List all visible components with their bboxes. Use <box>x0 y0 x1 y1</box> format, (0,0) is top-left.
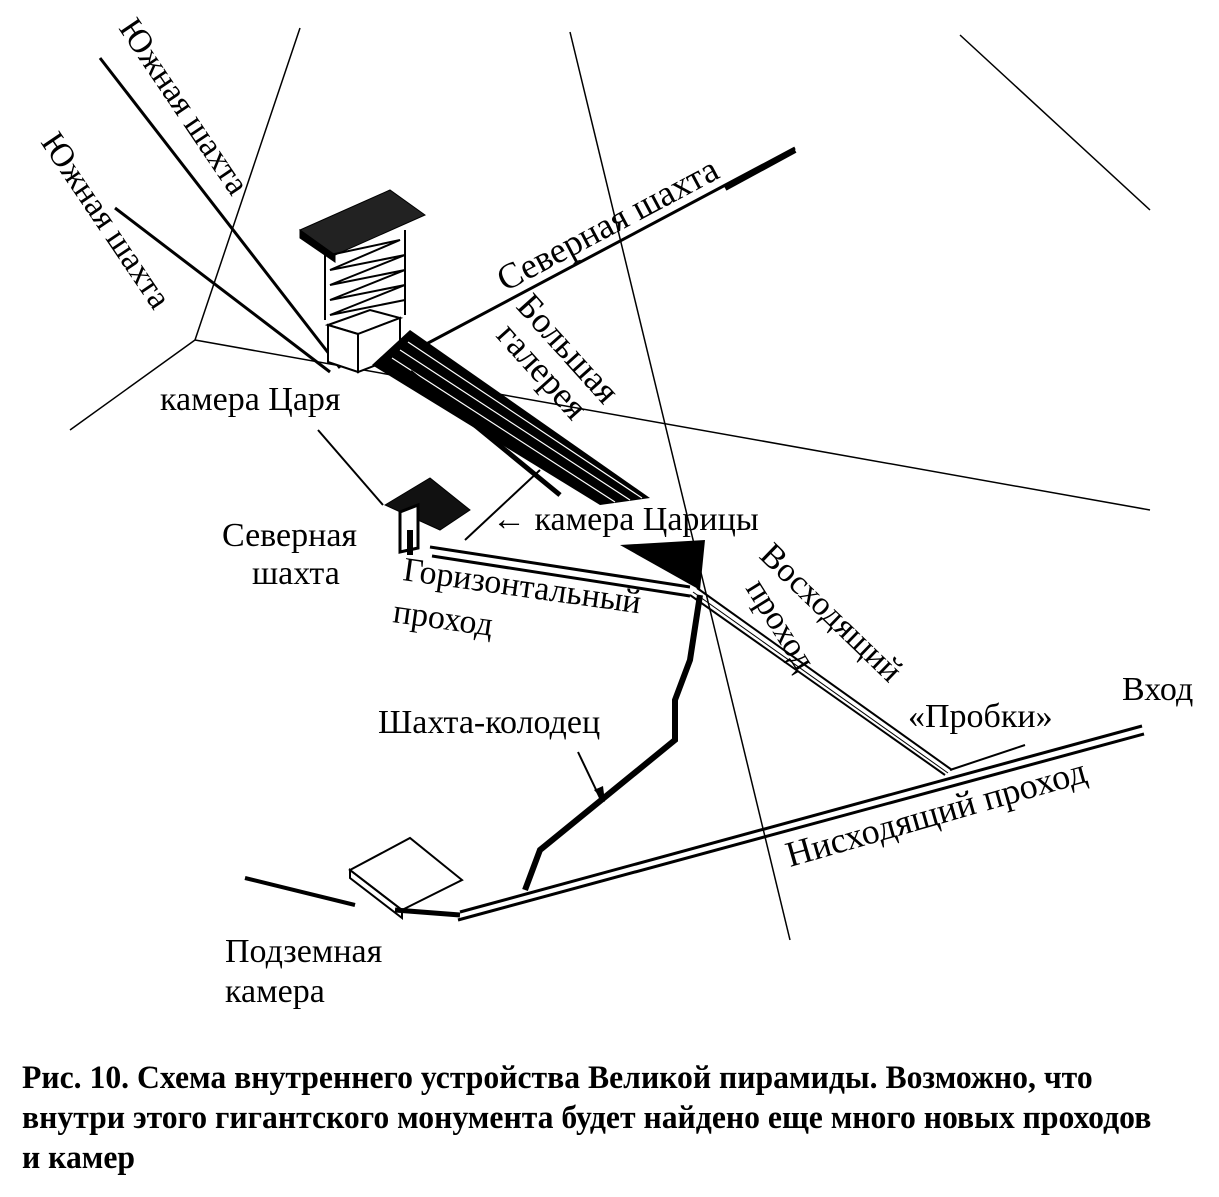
label-underground-chamber-2: камера <box>225 973 325 1010</box>
shafts <box>98 57 797 374</box>
queens-chamber-shape <box>383 477 471 555</box>
label-south-shaft-1: Южная шахта <box>111 12 256 202</box>
caption-text: Схема внутреннего устройства Великой пир… <box>22 1060 1152 1176</box>
label-kings-chamber: камера Царя <box>160 381 341 418</box>
label-plugs: «Пробки» <box>908 698 1053 735</box>
pyramid-interior-diagram: Южная шахта Южная шахта Северная шахта Б… <box>33 12 1193 1010</box>
ascending-passage-shape <box>689 587 953 776</box>
horizontal-passage-shape <box>429 545 691 598</box>
well-shaft-arrowhead <box>594 786 605 802</box>
label-queens-chamber: ← камера Царицы <box>492 501 759 538</box>
label-south-shaft-2: Южная шахта <box>33 126 178 316</box>
label-well-shaft: Шахта-колодец <box>378 704 600 741</box>
figure-number: Рис. 10. <box>22 1060 130 1096</box>
label-horizontal-passage-2: проход <box>391 593 496 644</box>
label-entrance: Вход <box>1122 671 1193 708</box>
descending-passage-shape <box>457 724 1145 922</box>
south-shaft-2-line <box>114 206 331 374</box>
label-underground-chamber-1: Подземная <box>225 933 383 970</box>
kings-chamber-leader <box>317 429 384 506</box>
plugs-leader <box>949 744 1026 771</box>
label-north-shaft-upper: Северная шахта <box>490 149 725 299</box>
south-shaft-1-line <box>98 57 342 369</box>
label-north-shaft-lower-2: шахта <box>252 555 340 592</box>
well-shaft-shape <box>522 594 703 892</box>
label-north-shaft-lower-1: Северная <box>222 517 357 554</box>
queens-chamber-leader <box>464 469 541 541</box>
underground-chamber-shape <box>244 836 464 921</box>
gallery-foot-wedge <box>620 540 705 590</box>
figure-caption: Рис. 10. Схема внутреннего устройства Ве… <box>22 1058 1155 1178</box>
